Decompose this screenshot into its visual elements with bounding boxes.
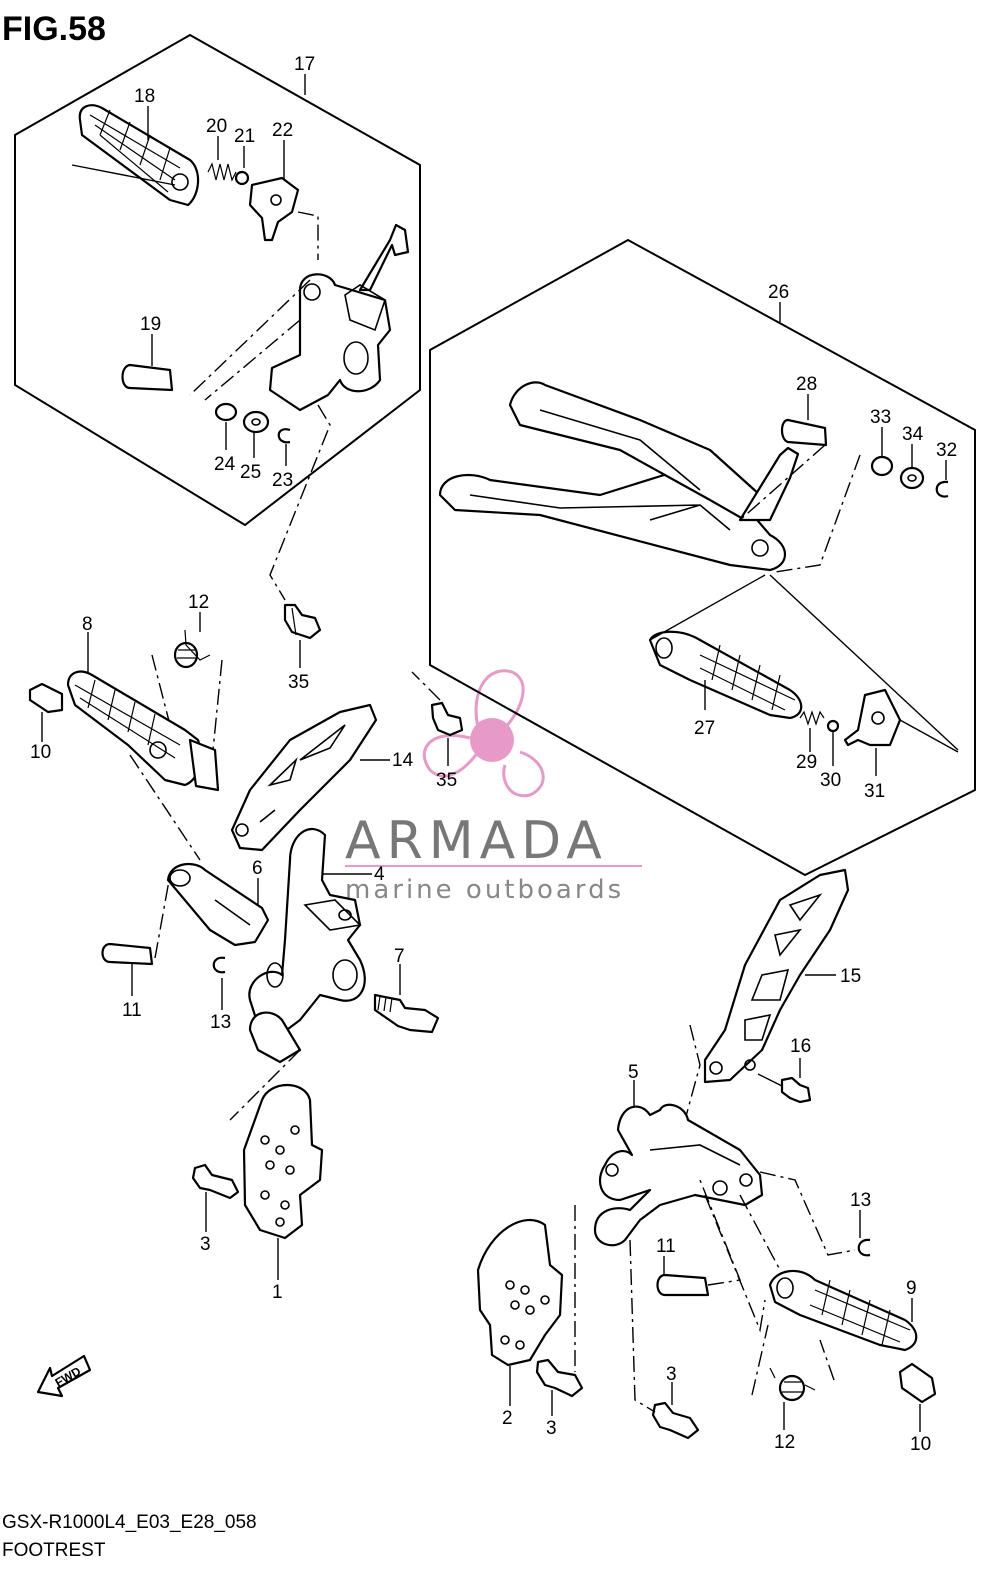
callout-18: 18 <box>134 86 155 107</box>
callout-10-left: 10 <box>30 742 51 763</box>
clip-32 <box>935 480 949 498</box>
cap-10-right <box>898 1362 937 1404</box>
heel-plate-15 <box>703 868 850 1084</box>
propeller-logo-icon <box>422 669 545 798</box>
watermark: ARMADA marine outboards <box>345 669 642 905</box>
spring-12-left <box>173 629 211 669</box>
callout-20: 20 <box>206 116 227 137</box>
bolt-3a <box>191 1163 240 1200</box>
washer-34 <box>899 466 925 490</box>
bolt-35-right <box>430 701 464 737</box>
callout-4: 4 <box>374 864 385 885</box>
callout-3a: 3 <box>200 1234 211 1255</box>
footpeg-18 <box>78 104 200 207</box>
bracket-4 <box>248 828 366 1064</box>
callout-34: 34 <box>902 424 924 445</box>
watermark-tagline: marine outboards <box>345 875 624 905</box>
callout-7: 7 <box>394 946 405 967</box>
pin-19 <box>121 363 174 392</box>
heel-plate-14 <box>230 703 378 852</box>
spring-20 <box>207 162 237 182</box>
callout-30: 30 <box>820 770 841 791</box>
bolt-16 <box>780 1076 812 1104</box>
plate-22 <box>248 176 300 242</box>
callout-26: 26 <box>768 282 789 303</box>
hanger-plate-2 <box>476 1219 564 1367</box>
footpeg-8 <box>66 670 220 792</box>
bolt-35-left <box>283 603 322 640</box>
footer-code: GSX-R1000L4_E03_E28_058 <box>2 1512 257 1533</box>
figure-title: FIG.58 <box>2 10 106 48</box>
footpeg-27 <box>648 630 803 720</box>
spring-12-right <box>769 1367 816 1402</box>
callout-15: 15 <box>840 966 861 987</box>
callout-1: 1 <box>272 1282 283 1303</box>
pin-28 <box>780 418 828 447</box>
pivot-6 <box>166 862 270 947</box>
clip-13-right <box>857 1238 871 1257</box>
callout-9: 9 <box>906 1278 917 1299</box>
assembly-26-frame <box>429 238 976 877</box>
callout-12-left: 12 <box>188 592 209 613</box>
callout-6: 6 <box>252 858 263 879</box>
callout-2: 2 <box>502 1408 513 1429</box>
callout-10-right: 10 <box>910 1434 931 1455</box>
callout-labels: 17 18 20 21 22 19 24 25 23 26 28 33 34 3… <box>30 54 957 1455</box>
callout-13-right: 13 <box>850 1190 871 1211</box>
callout-3b: 3 <box>546 1418 557 1439</box>
callout-12-right: 12 <box>774 1432 795 1453</box>
bracket-26 <box>438 381 800 572</box>
washer-33 <box>870 455 894 477</box>
pin-11-right <box>656 1273 710 1297</box>
callout-35-right: 35 <box>436 770 457 791</box>
clip-23 <box>277 428 291 444</box>
callout-5: 5 <box>628 1062 639 1083</box>
callout-13-left: 13 <box>210 1012 231 1033</box>
pin-11-left <box>101 942 154 966</box>
callout-33: 33 <box>870 407 891 428</box>
callout-11-right: 11 <box>656 1236 676 1257</box>
callout-22: 22 <box>272 120 293 141</box>
callout-21: 21 <box>234 126 255 147</box>
washer-24 <box>214 402 238 422</box>
hanger-plate-1 <box>242 1084 324 1240</box>
bracket-17 <box>268 223 410 412</box>
assembly-17-frame <box>14 33 421 527</box>
callout-11-left: 11 <box>122 1000 142 1021</box>
ball-21 <box>234 170 250 186</box>
callout-32: 32 <box>936 440 957 461</box>
callout-16: 16 <box>790 1036 811 1057</box>
spring-29 <box>799 710 825 726</box>
callout-17: 17 <box>294 54 315 75</box>
bolt-7 <box>373 993 440 1034</box>
bracket-5 <box>593 1103 764 1247</box>
callout-14: 14 <box>392 750 414 771</box>
callout-29: 29 <box>796 752 817 773</box>
callout-25: 25 <box>240 462 261 483</box>
footpeg-9 <box>768 1269 918 1352</box>
callout-35-left: 35 <box>288 672 309 693</box>
cap-10-left <box>28 682 64 714</box>
callout-23: 23 <box>272 470 293 491</box>
callout-28: 28 <box>796 374 817 395</box>
washer-25 <box>242 410 270 434</box>
callout-31: 31 <box>864 781 885 802</box>
fwd-arrow-icon: FWD <box>36 1354 92 1398</box>
clip-13-left <box>212 956 226 974</box>
footer-name: FOOTREST <box>2 1540 106 1561</box>
bolt-3c <box>651 1401 700 1440</box>
callout-24: 24 <box>214 454 236 475</box>
watermark-brand: ARMADA <box>345 811 608 871</box>
callout-27: 27 <box>694 718 715 739</box>
callout-8: 8 <box>82 614 93 635</box>
bolt-3b <box>535 1358 584 1398</box>
callout-3c: 3 <box>666 1364 677 1385</box>
ball-30 <box>826 719 840 733</box>
callout-19: 19 <box>140 314 161 335</box>
